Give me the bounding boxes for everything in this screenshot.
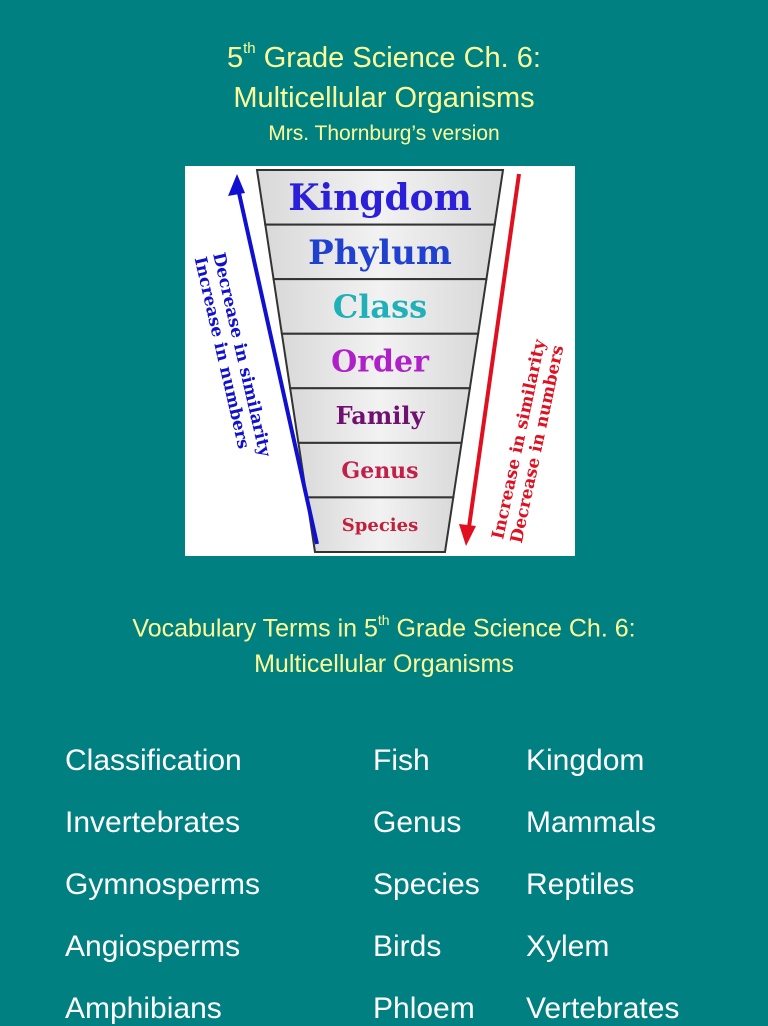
vocab-term: Xylem xyxy=(526,930,610,963)
classification-pyramid-diagram: KingdomPhylumClassOrderFamilyGenusSpecie… xyxy=(185,166,575,556)
right-arrowhead xyxy=(459,524,476,546)
vocab-term: Species xyxy=(373,868,480,901)
pyramid-label-genus: Genus xyxy=(341,458,418,484)
vocab-term: Fish xyxy=(373,744,430,777)
page-subtitle: Multicellular Organisms xyxy=(233,82,535,114)
left-arrowhead xyxy=(228,174,245,196)
vocab-heading: Vocabulary Terms in 5th Grade Science Ch… xyxy=(132,612,636,643)
vocab-term: Genus xyxy=(373,806,462,839)
pyramid-label-species: Species xyxy=(342,515,418,536)
vocab-heading-line2: Multicellular Organisms xyxy=(254,650,514,678)
vocab-term: Kingdom xyxy=(526,744,645,777)
vocab-term: Amphibians xyxy=(65,992,222,1025)
right-arrow xyxy=(466,173,521,535)
vocab-term: Birds xyxy=(373,930,442,963)
pyramid-label-phylum: Phylum xyxy=(308,233,452,273)
vocab-term: Angiosperms xyxy=(65,930,241,963)
pyramid-label-order: Order xyxy=(331,345,430,380)
left-arrow xyxy=(235,183,319,545)
vocab-term: Invertebrates xyxy=(65,806,241,839)
vocab-term: Phloem xyxy=(373,992,475,1025)
vocab-term: Gymnosperms xyxy=(65,868,261,901)
vocab-term: Reptiles xyxy=(526,868,635,901)
pyramid-label-kingdom: Kingdom xyxy=(288,177,472,219)
pyramid-label-class: Class xyxy=(333,288,427,326)
vocab-term: Vertebrates xyxy=(526,992,680,1025)
pyramid-band-species xyxy=(305,496,455,553)
pyramid-label-family: Family xyxy=(336,401,426,430)
page-title: 5th Grade Science Ch. 6: xyxy=(227,40,541,74)
vocab-term: Mammals xyxy=(526,806,657,839)
author-line: Mrs. Thornburg’s version xyxy=(268,122,500,145)
vocab-term: Classification xyxy=(65,744,242,777)
pyramid-bands: KingdomPhylumClassOrderFamilyGenusSpecie… xyxy=(255,169,505,553)
